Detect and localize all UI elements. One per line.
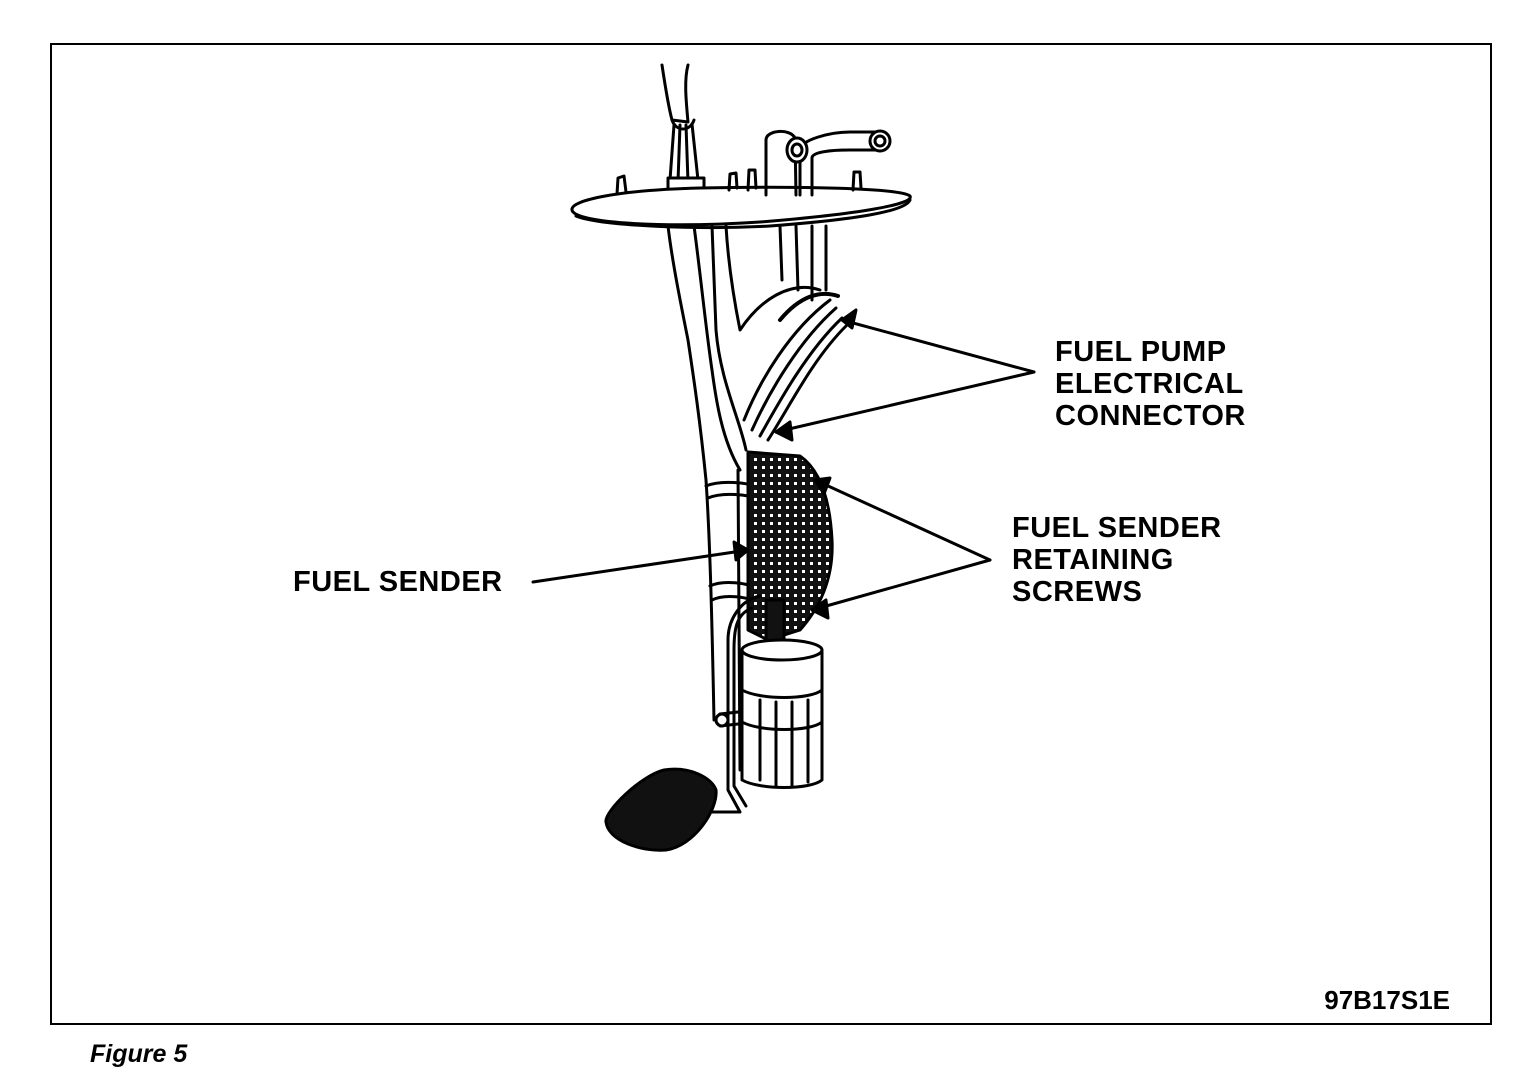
fuel-pump-cylinder — [714, 638, 824, 789]
label-fuel-pump-electrical-connector: FUEL PUMP ELECTRICAL CONNECTOR — [1055, 336, 1246, 432]
label-line: SCREWS — [1012, 576, 1143, 608]
wiring-harness-tube — [660, 63, 706, 196]
float-arm — [710, 594, 762, 814]
mounting-flange — [570, 185, 912, 230]
label-line: ELECTRICAL — [1055, 368, 1244, 400]
leader-arrows — [531, 308, 1036, 620]
fuel-float — [604, 767, 718, 852]
fuel-tube-body — [666, 224, 828, 772]
label-fuel-sender: FUEL SENDER — [293, 566, 503, 598]
flange-studs — [615, 168, 863, 196]
label-line: FUEL SENDER — [1012, 512, 1222, 544]
figure-caption: Figure 5 — [90, 1040, 188, 1068]
label-line: FUEL SENDER — [293, 566, 503, 598]
label-line: RETAINING — [1012, 544, 1174, 576]
figure-code: 97B17S1E — [1324, 985, 1450, 1015]
label-line: FUEL PUMP — [1055, 336, 1227, 368]
connector-wiring — [742, 291, 848, 442]
fuel-line-fittings — [764, 129, 892, 197]
figure-frame — [50, 43, 1492, 1025]
label-line: CONNECTOR — [1055, 400, 1246, 432]
label-fuel-sender-retaining-screws: FUEL SENDER RETAINING SCREWS — [1012, 512, 1222, 608]
